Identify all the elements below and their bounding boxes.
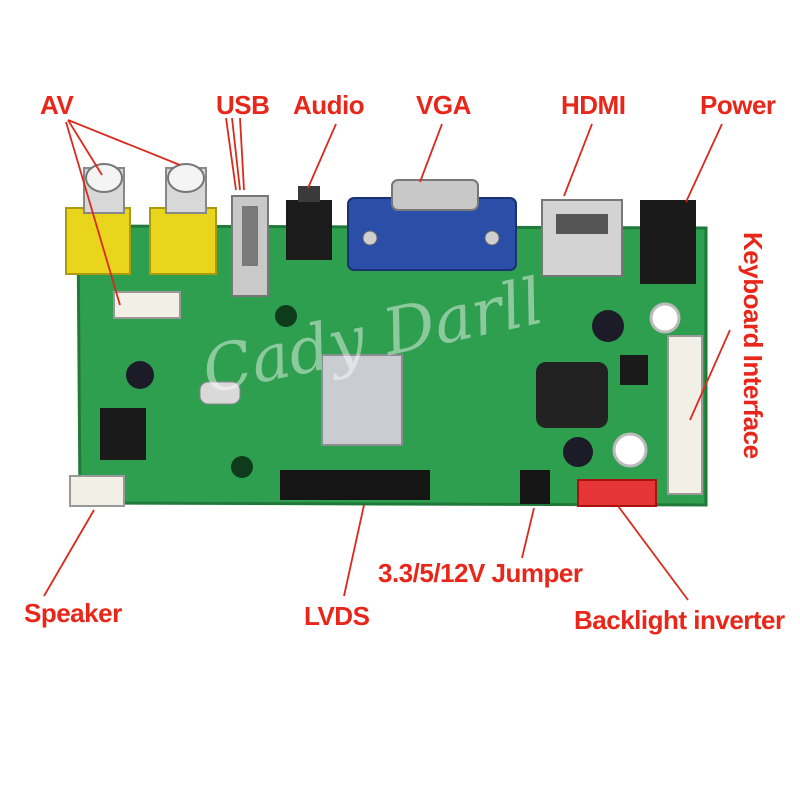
backlight-connector (577, 479, 657, 507)
heatsink (321, 354, 403, 446)
label-keyboard-interface: Keyboard Interface (738, 232, 768, 459)
label-power: Power (700, 90, 776, 120)
label-hdmi: HDMI (561, 90, 626, 120)
label-usb: USB (216, 90, 270, 120)
leader-power (685, 123, 723, 203)
av-jack-left-body (65, 207, 131, 275)
mount-hole (275, 305, 297, 327)
vga-shell (391, 179, 479, 211)
speaker-connector (69, 475, 125, 507)
leader-audio (307, 123, 337, 189)
capacitor (563, 437, 593, 467)
mount-hole (231, 456, 253, 478)
usb-port-slot (242, 206, 258, 266)
leader-hdmi (563, 123, 593, 197)
leader-jumper (521, 507, 535, 559)
label-lvds: LVDS (304, 601, 370, 631)
audio-jack (286, 200, 332, 260)
leader-av-3 (65, 121, 121, 306)
label-audio: Audio (293, 90, 365, 120)
leader-vga (419, 123, 443, 183)
voltage-jumper (520, 470, 550, 504)
mount-hole (649, 302, 681, 334)
audio-jack-top (298, 186, 320, 202)
label-av: AV (40, 90, 74, 120)
small-connector (113, 291, 181, 319)
vga-screw-right (484, 230, 500, 246)
leader-speaker (43, 509, 95, 597)
leader-usb-2 (239, 117, 245, 191)
av-jack-left-tip (85, 163, 123, 193)
leader-av-2 (67, 119, 181, 166)
power-jack (640, 200, 696, 284)
leader-backlight (617, 505, 689, 601)
leader-usb-3 (225, 117, 237, 191)
hdmi-connector (541, 199, 623, 277)
keyboard-header (667, 335, 703, 495)
label-backlight-inverter: Backlight inverter (574, 605, 785, 635)
crystal (199, 381, 241, 405)
capacitor (126, 361, 154, 389)
leader-usb-1 (231, 117, 241, 191)
av-jack-right-tip (167, 163, 205, 193)
power-inductor (536, 362, 608, 428)
leader-av-1 (67, 119, 103, 176)
label-vga: VGA (416, 90, 471, 120)
leader-lines (43, 117, 731, 601)
mount-hole (612, 432, 648, 468)
hdmi-slot (556, 214, 608, 234)
ic-chip (100, 408, 146, 460)
lvds-header (280, 470, 430, 500)
label-jumper: 3.3/5/12V Jumper (378, 558, 583, 588)
ic-chip (620, 355, 648, 385)
vga-screw-left (362, 230, 378, 246)
label-speaker: Speaker (24, 598, 122, 628)
leader-lvds (343, 504, 365, 597)
av-jack-right-body (149, 207, 217, 275)
capacitor (592, 310, 624, 342)
leader-keyboard (689, 329, 731, 421)
